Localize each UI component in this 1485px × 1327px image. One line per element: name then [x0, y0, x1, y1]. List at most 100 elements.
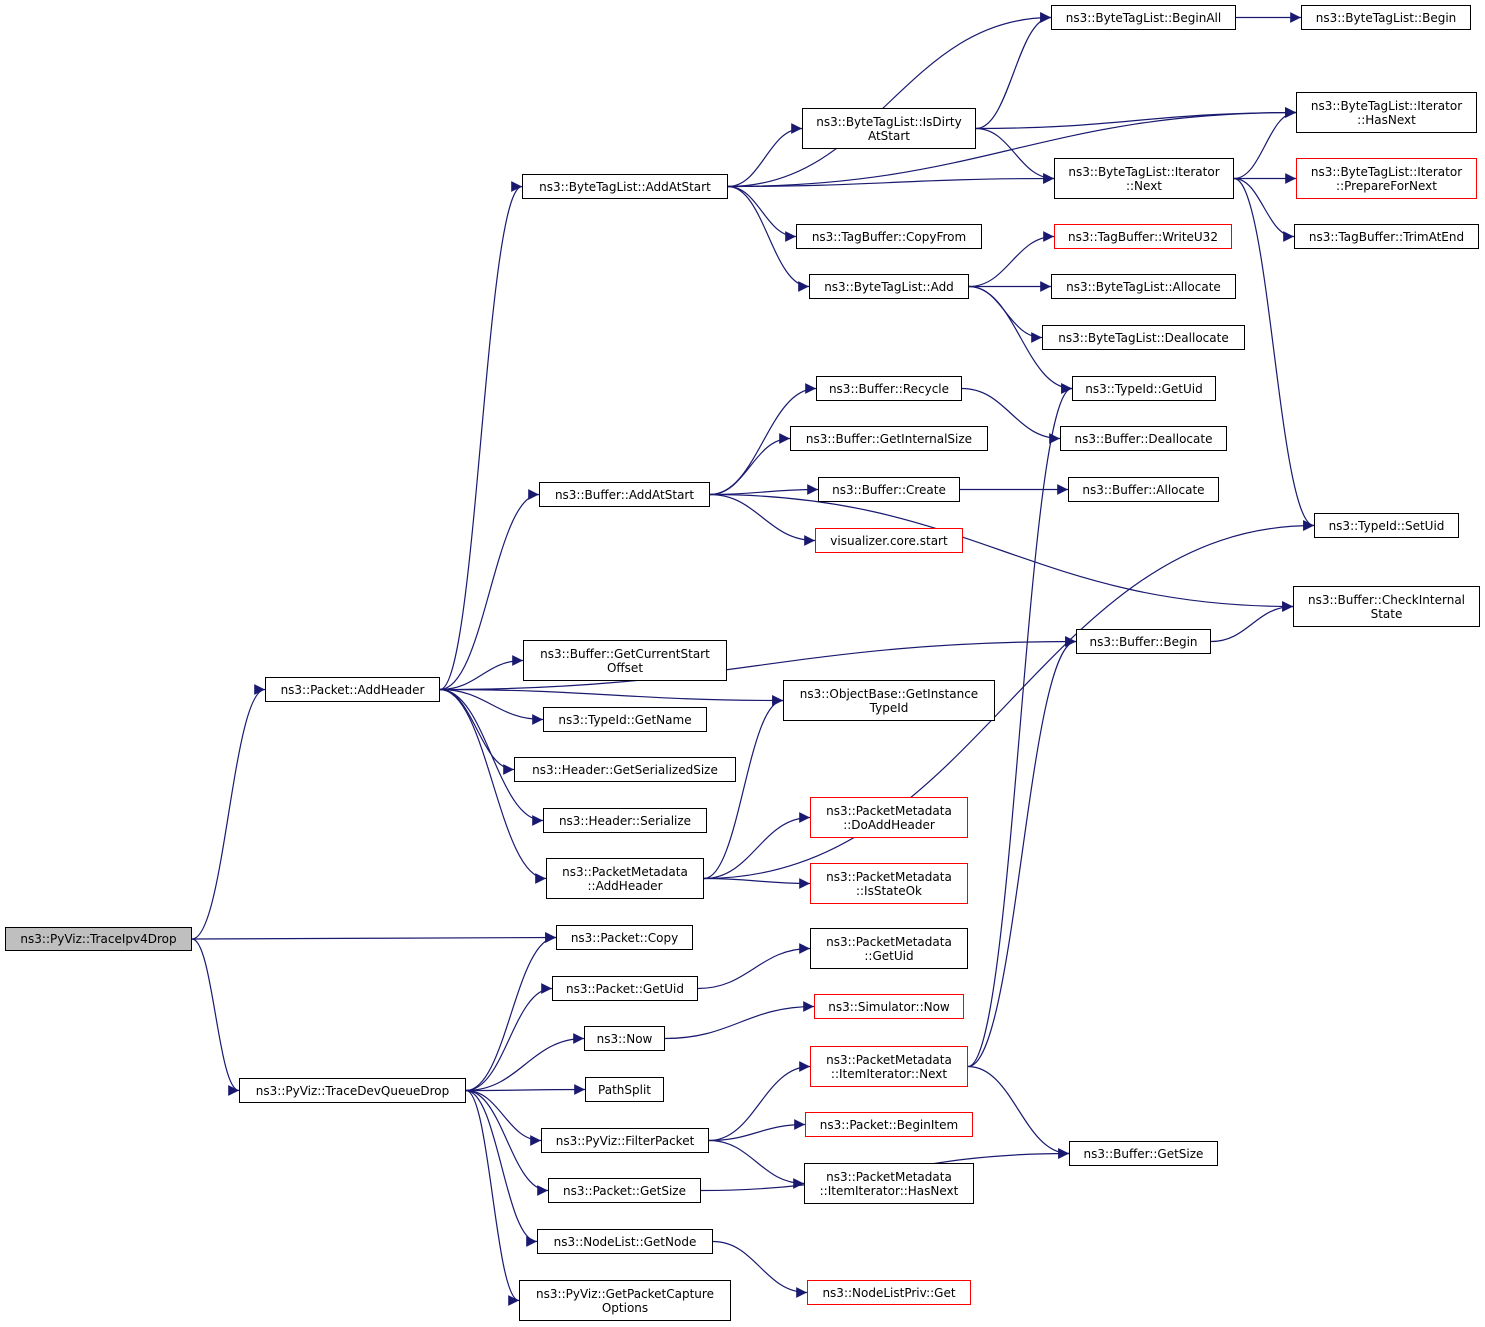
edge-pm_itemiterator_next-to-buffer_getsize: [967, 1065, 1070, 1159]
edge-iterator_next-to-tagbuffer_trimatend: [1233, 177, 1295, 242]
node-pm-itemiterator-next[interactable]: ns3::PacketMetadata ::ItemIterator::Next: [810, 1046, 968, 1087]
edge-tracedevqueuedrop-to-packet_copy: [465, 932, 557, 1092]
edge-pm_addheader-to-pm_doaddheader: [703, 812, 811, 880]
node-pm-addheader[interactable]: ns3::PacketMetadata ::AddHeader: [546, 858, 704, 899]
node-pm-isstateok[interactable]: ns3::PacketMetadata ::IsStateOk: [810, 863, 968, 904]
node-isdirtyatstart[interactable]: ns3::ByteTagList::IsDirty AtStart: [802, 108, 976, 149]
node-pm-getuid[interactable]: ns3::PacketMetadata ::GetUid: [810, 928, 968, 969]
node-addheader[interactable]: ns3::Packet::AddHeader: [265, 677, 440, 702]
edge-addheader-to-header_serialize: [439, 688, 544, 826]
node-buffer-getsize[interactable]: ns3::Buffer::GetSize: [1069, 1141, 1218, 1166]
edge-addheader-to-typeid_getname: [439, 688, 544, 725]
edge-nodelist_getnode-to-nodelistpriv_get: [712, 1240, 808, 1298]
node-tagbuffer-writeu32[interactable]: ns3::TagBuffer::WriteU32: [1054, 224, 1232, 249]
edge-addheader-to-buffer_begin: [439, 636, 1077, 691]
node-bytetaglist-begin[interactable]: ns3::ByteTagList::Begin: [1301, 5, 1471, 30]
node-filterpacket[interactable]: ns3::PyViz::FilterPacket: [541, 1128, 709, 1153]
edge-pm_addheader-to-getinstancetypeid: [703, 695, 784, 880]
node-traceipv4drop: ns3::PyViz::TraceIpv4Drop: [5, 927, 192, 951]
edge-pm_itemiterator_next-to-buffer_begin: [967, 636, 1077, 1068]
node-getinstancetypeid[interactable]: ns3::ObjectBase::GetInstance TypeId: [783, 680, 995, 721]
node-packet-getuid[interactable]: ns3::Packet::GetUid: [552, 976, 698, 1001]
node-getcurrentstartoffset[interactable]: ns3::Buffer::GetCurrentStart Offset: [523, 640, 727, 681]
edge-isdirtyatstart-to-iterator_next: [975, 127, 1055, 184]
node-tagbuffer-copyfrom[interactable]: ns3::TagBuffer::CopyFrom: [796, 224, 982, 249]
node-pathsplit[interactable]: PathSplit: [585, 1077, 664, 1102]
node-pm-doaddheader[interactable]: ns3::PacketMetadata ::DoAddHeader: [810, 797, 968, 838]
edge-traceipv4drop-to-addheader: [191, 684, 266, 940]
edge-bytetaglist_addatstart-to-tagbuffer_copyfrom: [727, 185, 797, 242]
edge-tracedevqueuedrop-to-filterpacket: [465, 1089, 542, 1146]
edge-addheader-to-getinstancetypeid: [439, 688, 784, 706]
node-buffer-begin[interactable]: ns3::Buffer::Begin: [1076, 629, 1211, 654]
edge-now-to-simulator_now: [664, 1001, 815, 1040]
node-buffer-addatstart[interactable]: ns3::Buffer::AddAtStart: [539, 482, 710, 507]
node-getpacketcaptureoptions[interactable]: ns3::PyViz::GetPacketCapture Options: [519, 1280, 731, 1321]
node-iterator-next[interactable]: ns3::ByteTagList::Iterator ::Next: [1054, 158, 1234, 199]
node-packet-getsize[interactable]: ns3::Packet::GetSize: [548, 1178, 701, 1203]
node-now[interactable]: ns3::Now: [584, 1026, 665, 1051]
node-beginall[interactable]: ns3::ByteTagList::BeginAll: [1051, 5, 1236, 30]
edge-bytetaglist_addatstart-to-iterator_next: [727, 173, 1055, 188]
edge-traceipv4drop-to-tracedevqueuedrop: [191, 938, 240, 1096]
edge-addheader-to-buffer_addatstart: [439, 489, 540, 691]
node-bytetaglist-allocate[interactable]: ns3::ByteTagList::Allocate: [1051, 274, 1236, 299]
edge-iterator_next-to-typeid_setuid: [1233, 177, 1315, 531]
edge-addheader-to-bytetaglist_addatstart: [439, 181, 523, 691]
edge-packet_getuid-to-pm_getuid: [697, 943, 811, 990]
node-iterator-hasnext[interactable]: ns3::ByteTagList::Iterator ::HasNext: [1296, 92, 1477, 133]
edge-traceipv4drop-to-packet_copy: [191, 932, 557, 943]
node-bytetaglist-deallocate[interactable]: ns3::ByteTagList::Deallocate: [1042, 325, 1245, 350]
edge-filterpacket-to-pm_itemiterator_next: [708, 1061, 811, 1142]
edge-isdirtyatstart-to-beginall: [975, 12, 1052, 130]
edge-pm_addheader-to-typeid_setuid: [703, 520, 1315, 880]
node-simulator-now[interactable]: ns3::Simulator::Now: [814, 994, 964, 1019]
edge-pm_addheader-to-pm_isstateok: [703, 877, 811, 889]
node-pm-itemiterator-hasnext[interactable]: ns3::PacketMetadata ::ItemIterator::HasN…: [804, 1163, 974, 1204]
edge-pm_itemiterator_next-to-typeid_getuid: [967, 383, 1073, 1068]
edge-tracedevqueuedrop-to-packet_getsize: [465, 1089, 549, 1196]
node-header-serialize[interactable]: ns3::Header::Serialize: [543, 808, 707, 833]
node-header-getserializedsize[interactable]: ns3::Header::GetSerializedSize: [514, 757, 736, 782]
edge-filterpacket-to-packet_beginitem: [708, 1119, 806, 1142]
node-tagbuffer-trimatend[interactable]: ns3::TagBuffer::TrimAtEnd: [1294, 224, 1479, 249]
node-buffer-recycle[interactable]: ns3::Buffer::Recycle: [816, 376, 962, 401]
edge-tracedevqueuedrop-to-nodelist_getnode: [465, 1089, 538, 1247]
node-nodelistpriv-get[interactable]: ns3::NodeListPriv::Get: [807, 1280, 971, 1305]
edge-buffer_addatstart-to-visualizer_core_start: [709, 493, 816, 546]
node-nodelist-getnode[interactable]: ns3::NodeList::GetNode: [537, 1229, 713, 1254]
edge-addheader-to-getcurrentstartoffset: [439, 655, 524, 691]
node-iterator-prepareforNext[interactable]: ns3::ByteTagList::Iterator ::PrepareForN…: [1296, 158, 1477, 199]
edge-buffer_recycle-to-buffer_deallocate: [961, 387, 1061, 444]
node-bytetaglist-add[interactable]: ns3::ByteTagList::Add: [809, 274, 969, 299]
edge-buffer_addatstart-to-buffer_getinternalsize: [709, 433, 791, 496]
edge-buffer_begin-to-buffer_checkinternalstate: [1210, 601, 1294, 643]
node-visualizer-core-start[interactable]: visualizer.core.start: [815, 528, 963, 553]
node-buffer-getinternalsize[interactable]: ns3::Buffer::GetInternalSize: [790, 426, 988, 451]
edge-tracedevqueuedrop-to-pathsplit: [465, 1084, 586, 1095]
node-typeid-getuid[interactable]: ns3::TypeId::GetUid: [1072, 376, 1216, 401]
edge-tracedevqueuedrop-to-getpacketcaptureoptions: [465, 1089, 520, 1306]
node-buffer-deallocate[interactable]: ns3::Buffer::Deallocate: [1060, 426, 1227, 451]
edge-filterpacket-to-pm_itemiterator_hasnext: [708, 1139, 805, 1189]
edge-bytetaglist_add-to-tagbuffer_writeu32: [968, 231, 1055, 288]
edge-addheader-to-pm_addheader: [439, 688, 547, 884]
edge-tracedevqueuedrop-to-packet_getuid: [465, 983, 553, 1092]
node-packet-copy[interactable]: ns3::Packet::Copy: [556, 925, 693, 950]
edge-bytetaglist_addatstart-to-isdirtyatstart: [727, 123, 803, 188]
node-packet-beginitem[interactable]: ns3::Packet::BeginItem: [805, 1112, 973, 1137]
node-typeid-getname[interactable]: ns3::TypeId::GetName: [543, 707, 707, 732]
edge-bytetaglist_add-to-typeid_getuid: [968, 285, 1073, 394]
node-buffer-allocate[interactable]: ns3::Buffer::Allocate: [1068, 477, 1219, 502]
node-tracedevqueuedrop[interactable]: ns3::PyViz::TraceDevQueueDrop: [239, 1078, 466, 1103]
edge-iterator_next-to-iterator_hasnext: [1233, 107, 1297, 180]
node-buffer-create[interactable]: ns3::Buffer::Create: [818, 477, 960, 502]
node-buffer-checkinternalstate[interactable]: ns3::Buffer::CheckInternal State: [1293, 586, 1480, 627]
node-typeid-setuid[interactable]: ns3::TypeId::SetUid: [1314, 513, 1459, 538]
edge-addheader-to-header_getserializedsize: [439, 688, 515, 775]
node-bytetaglist-addatstart[interactable]: ns3::ByteTagList::AddAtStart: [522, 174, 728, 199]
edge-tracedevqueuedrop-to-now: [465, 1033, 585, 1092]
edge-bytetaglist_addatstart-to-bytetaglist_add: [727, 185, 810, 292]
